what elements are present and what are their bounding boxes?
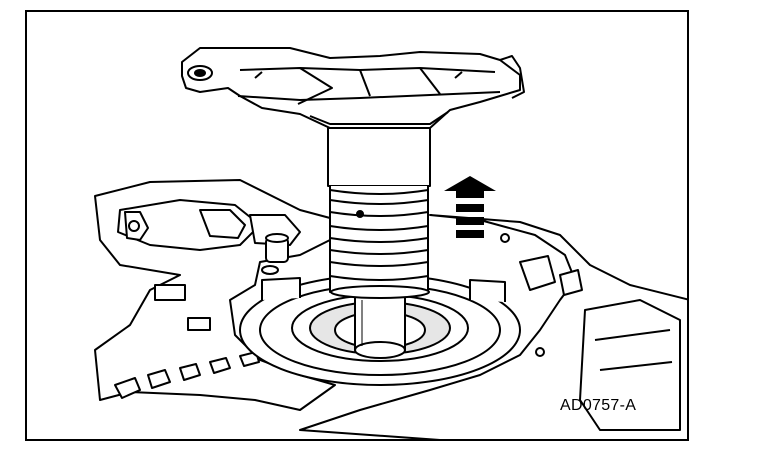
input-shaft bbox=[354, 294, 406, 359]
upward-arrow-icon bbox=[444, 176, 496, 238]
removal-tool-body bbox=[327, 127, 431, 299]
figure-id-label: AD0757-A bbox=[560, 397, 637, 414]
pump-assembly bbox=[181, 47, 525, 129]
transmission-case bbox=[94, 179, 687, 439]
